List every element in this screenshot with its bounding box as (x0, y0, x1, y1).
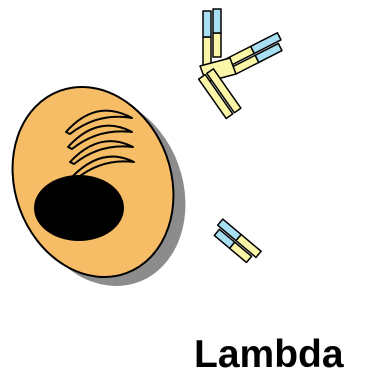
antibody-icon (199, 9, 286, 118)
free-light-chain-icon (211, 219, 261, 265)
nucleus (34, 175, 124, 241)
lambda-label: Lambda (194, 333, 344, 377)
b-cell-icon (0, 64, 211, 309)
